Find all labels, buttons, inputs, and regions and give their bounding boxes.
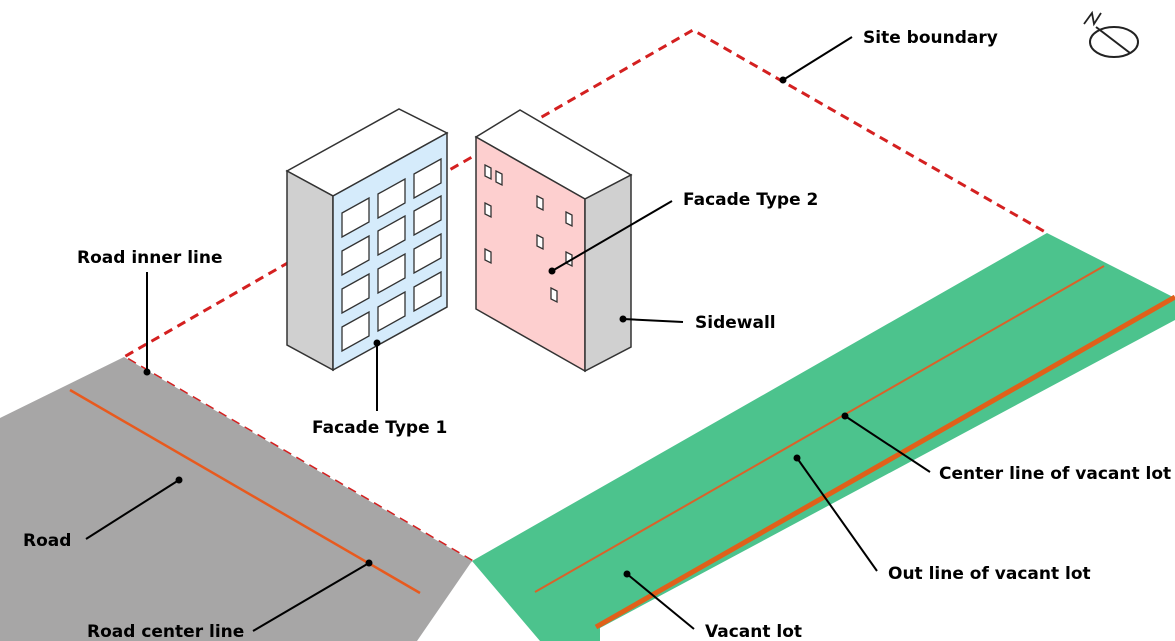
building-1-windows: [341, 157, 442, 353]
label-vacant-lot: Vacant lot: [705, 622, 802, 641]
leader-dot-road-center-line: [365, 559, 373, 567]
building-facade-type-1: [285, 108, 449, 372]
label-facade-type-1: Facade Type 1: [312, 418, 447, 438]
leader-dot-facade-type-2: [548, 267, 556, 275]
north-arrow-icon: [1083, 10, 1139, 58]
leader-facade-type-2: [551, 200, 673, 272]
leader-dot-facade-type-1: [373, 339, 381, 347]
road: [0, 357, 472, 641]
leader-dot-road-inner-line: [143, 368, 151, 376]
leader-out-line-vacant: [796, 457, 878, 572]
vacant-lot: [472, 233, 1175, 641]
leader-road-center-line: [252, 562, 370, 632]
vacant-lot-center-line: [534, 265, 1105, 593]
label-site-boundary: Site boundary: [863, 28, 998, 48]
road-center-line: [69, 388, 421, 595]
leader-dot-site-boundary: [779, 76, 787, 84]
leader-center-line-vacant: [844, 415, 931, 473]
leader-road: [85, 479, 180, 540]
label-sidewall: Sidewall: [695, 313, 776, 333]
label-facade-type-2: Facade Type 2: [683, 190, 818, 210]
leader-dot-vacant-lot: [623, 570, 631, 578]
compass-needle: [1095, 26, 1131, 54]
leader-dot-road: [175, 476, 183, 484]
label-road-center-line: Road center line: [87, 622, 244, 641]
leader-sidewall: [622, 318, 684, 323]
vacant-lot-surface: [472, 233, 1175, 641]
label-center-line-vacant: Center line of vacant lot: [939, 464, 1171, 484]
leader-dot-center-line-vacant: [841, 412, 849, 420]
vacant-lot-out-line: [594, 294, 1175, 630]
north-letter-glyph: [1083, 10, 1102, 27]
building-1-sidewall: [286, 169, 334, 372]
leader-dot-sidewall: [619, 315, 627, 323]
road-surface: [0, 357, 472, 641]
label-road: Road: [23, 531, 71, 551]
label-out-line-vacant: Out line of vacant lot: [888, 564, 1091, 584]
labels: Site boundary Facade Type 2 Road inner l…: [23, 28, 1171, 641]
building-2-windows: [484, 163, 573, 304]
label-road-inner-line: Road inner line: [77, 248, 222, 268]
leader-vacant-lot: [626, 573, 695, 630]
building-2-sidewall: [584, 173, 632, 373]
leader-site-boundary: [782, 36, 853, 81]
leader-dot-out-line-vacant: [793, 454, 801, 462]
leader-lines: [85, 36, 931, 632]
building-facade-type-2: [474, 109, 633, 373]
